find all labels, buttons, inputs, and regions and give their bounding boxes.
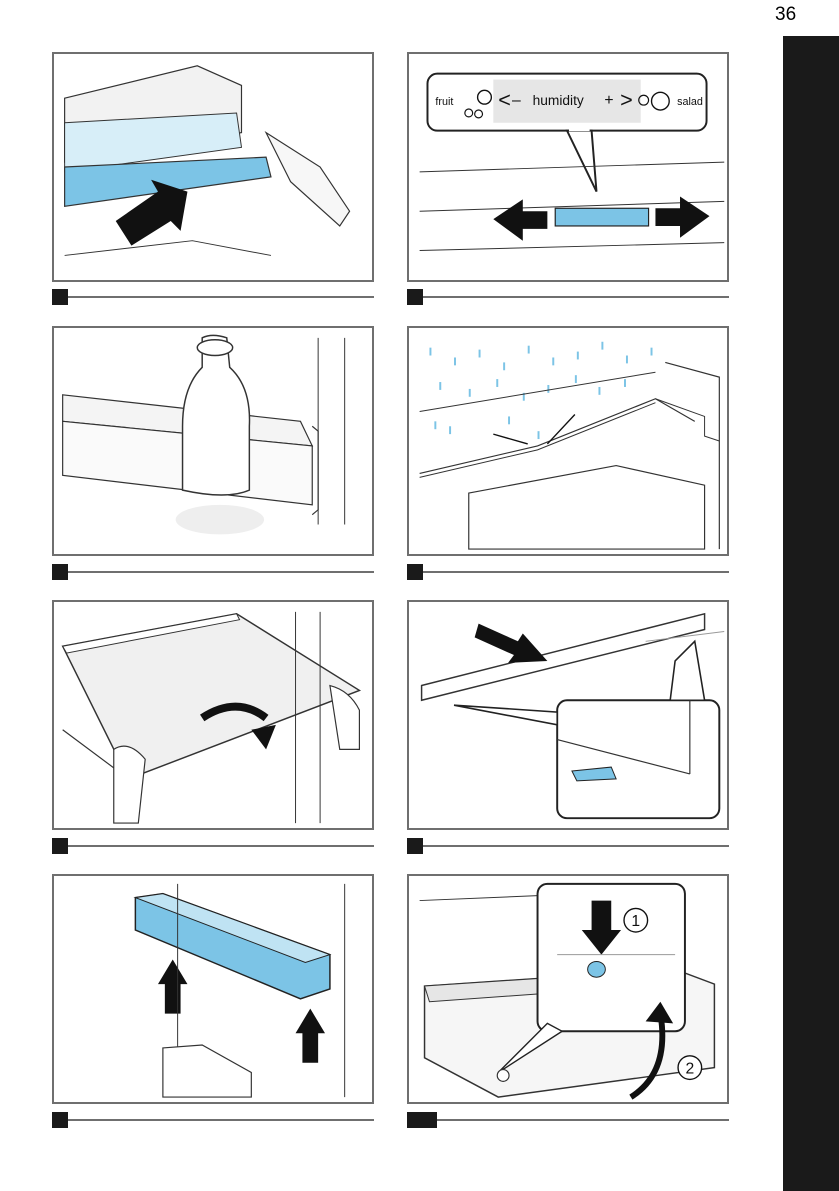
arrow-up-icon: [158, 960, 187, 1014]
step-tag-1: [52, 289, 68, 305]
panel-shelf-insert: [52, 52, 374, 282]
release-button: [588, 961, 606, 977]
arrow-left-icon: [493, 199, 547, 240]
arrow-press-icon: [475, 624, 548, 663]
salad-label: salad: [677, 96, 703, 108]
humidity-slider: [555, 208, 648, 226]
hand-left-icon: [114, 746, 145, 823]
panel-drawer-removal: 1 2: [407, 874, 729, 1104]
chevron-right-icon: >: [620, 87, 633, 112]
step-tag-5: [52, 838, 68, 854]
hand-right-icon: [330, 686, 359, 750]
shelf-insert-illustration: [54, 54, 372, 280]
panel-bottle-rack: [52, 326, 374, 556]
pointer-arrow-icon: [493, 434, 527, 444]
fruit-label: fruit: [435, 96, 453, 108]
step-divider: [423, 845, 729, 847]
step2-number: 2: [685, 1061, 694, 1078]
panel-shelf-clip: [407, 600, 729, 830]
step-divider: [423, 296, 729, 298]
step-tag-3: [52, 564, 68, 580]
step-tag-4: [407, 564, 423, 580]
humidity-illustration: fruit humidity – + < > salad: [409, 54, 727, 280]
plus-sign: +: [604, 92, 613, 109]
shelf-clip-illustration: [409, 602, 727, 828]
drawer-removal-illustration: 1 2: [409, 876, 727, 1102]
glass-shelf-illustration: [54, 602, 372, 828]
condensation-illustration: [409, 328, 727, 554]
step-divider: [68, 571, 374, 573]
step-tag-8: [407, 1112, 437, 1128]
page-number: 36: [775, 4, 796, 26]
panel-door-bin: [52, 874, 374, 1104]
step-divider: [68, 845, 374, 847]
step-divider: [437, 1119, 729, 1121]
bottle-icon: [183, 335, 250, 495]
bottle-rack-illustration: [54, 328, 372, 554]
door-bin-illustration: [54, 876, 372, 1102]
step1-number: 1: [631, 913, 640, 930]
panel-glass-shelf: [52, 600, 374, 830]
side-tab-bar: [783, 36, 839, 1191]
step-divider: [423, 571, 729, 573]
arrow-right-icon: [655, 196, 709, 237]
arrow-up-icon: [296, 1009, 325, 1063]
minus-sign: –: [512, 92, 521, 109]
step-tag-6: [407, 838, 423, 854]
chevron-left-icon: <: [498, 87, 511, 112]
panel-humidity-slider: fruit humidity – + < > salad: [407, 52, 729, 282]
step-divider: [68, 296, 374, 298]
panel-condensation: [407, 326, 729, 556]
humidity-label: humidity: [533, 93, 584, 108]
step-tag-7: [52, 1112, 68, 1128]
step-tag-2: [407, 289, 423, 305]
step-divider: [68, 1119, 374, 1121]
